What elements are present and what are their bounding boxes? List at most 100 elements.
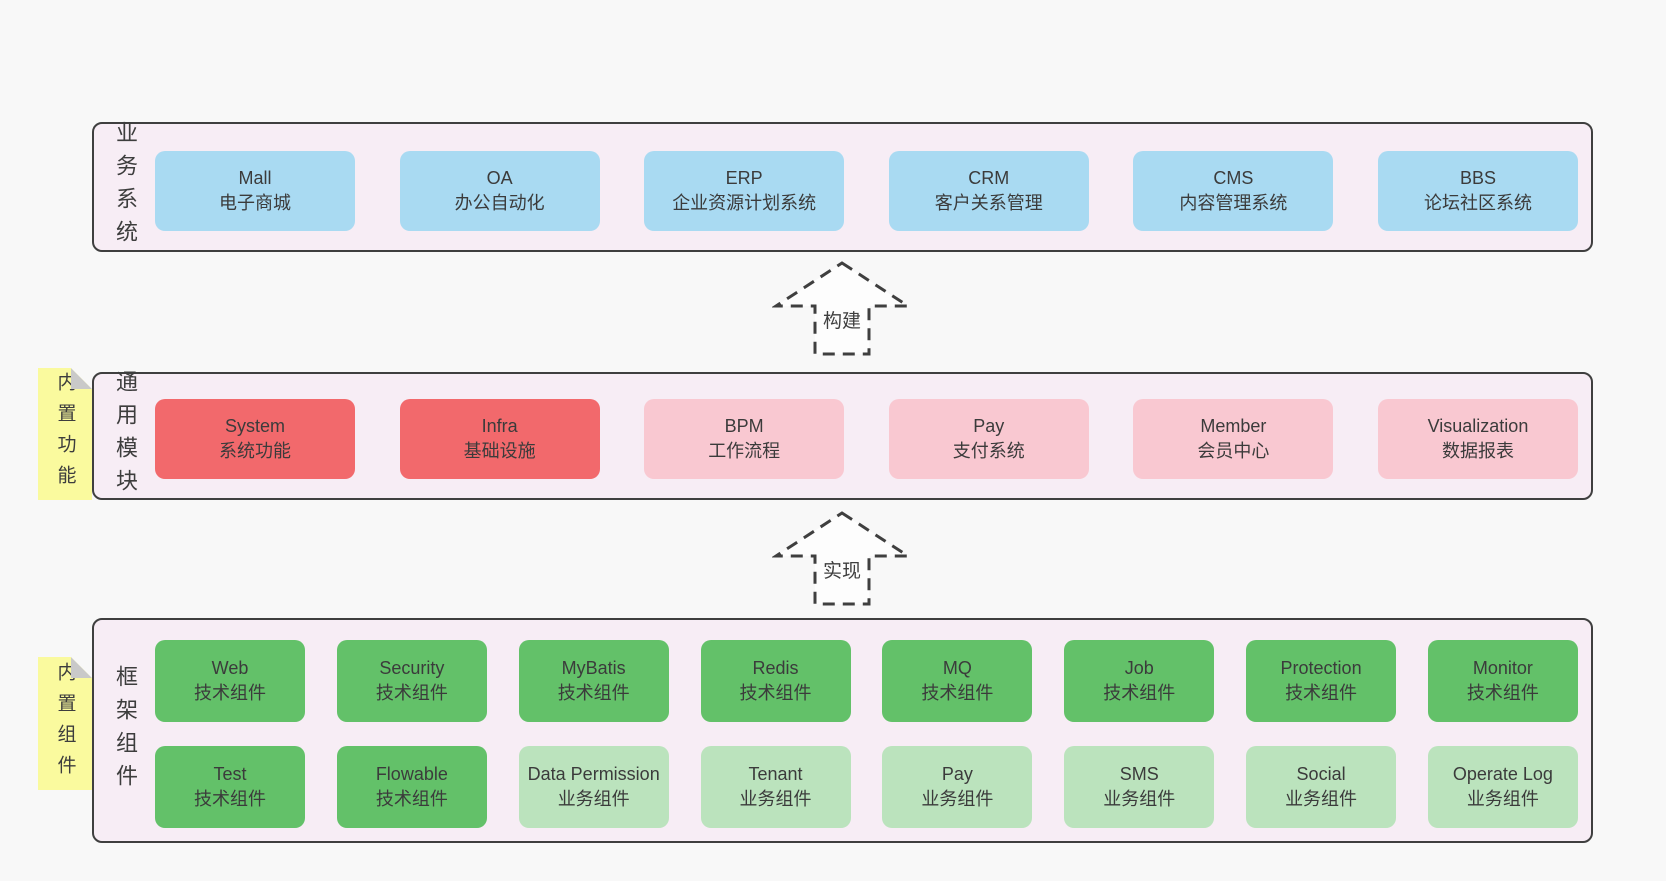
box-erp: ERP 企业资源计划系统 xyxy=(644,151,845,231)
box-title: Flowable xyxy=(375,764,448,785)
box-subtitle: 工作流程 xyxy=(708,441,781,461)
box-oa: OA 办公自动化 xyxy=(399,151,600,231)
band-business-boxes: Mall 电子商城 OA 办公自动化 ERP 企业资源计划系统 CRM 客户关系… xyxy=(155,151,1578,231)
band-framework-label: 框架组件 xyxy=(113,664,138,797)
box-bpm: BPM 工作流程 xyxy=(644,399,845,479)
box-subtitle: 技术组件 xyxy=(921,683,994,703)
box-title: MyBatis xyxy=(561,658,626,679)
box-subtitle: 基础设施 xyxy=(463,441,536,461)
box-security: Security 技术组件 xyxy=(336,640,487,722)
box-title: Social xyxy=(1296,764,1346,785)
box-pay: Pay 支付系统 xyxy=(888,399,1089,479)
arrow-label-bg xyxy=(819,308,865,334)
box-subtitle: 业务组件 xyxy=(1103,789,1176,809)
box-subtitle: 电子商城 xyxy=(219,193,291,213)
box-test: Test 技术组件 xyxy=(155,746,305,828)
box-system: System 系统功能 xyxy=(155,399,355,479)
box-title: OA xyxy=(486,168,513,189)
arrow-build-label: 构建 xyxy=(823,310,861,332)
box-subtitle: 业务组件 xyxy=(921,789,994,809)
box-data-permission: Data Permission 业务组件 xyxy=(518,746,669,828)
box-title: Pay xyxy=(973,416,1005,437)
band-framework-components: 框架组件 Web 技术组件 Security 技术组件 MyBatis 技术组件… xyxy=(92,618,1593,843)
box-title: Infra xyxy=(481,416,518,437)
box-title: Visualization xyxy=(1427,416,1529,437)
box-subtitle: 业务组件 xyxy=(1285,789,1358,809)
band-business-label: 业务系统 xyxy=(113,121,138,253)
band-modules-label: 通用模块 xyxy=(113,370,138,502)
framework-row-1: Web 技术组件 Security 技术组件 MyBatis 技术组件 Redi… xyxy=(155,640,1578,722)
box-subtitle: 会员中心 xyxy=(1197,441,1270,461)
box-job: Job 技术组件 xyxy=(1064,640,1215,722)
sticky-label: 内置组件 xyxy=(54,661,76,786)
folded-corner-icon xyxy=(71,657,92,678)
box-subtitle: 技术组件 xyxy=(739,683,812,703)
box-bbs: BBS 论坛社区系统 xyxy=(1377,151,1578,231)
box-operate-log: Operate Log 业务组件 xyxy=(1427,746,1578,828)
box-monitor: Monitor 技术组件 xyxy=(1427,640,1578,722)
box-title: Web xyxy=(211,658,249,679)
arrow-build: 构建 xyxy=(772,261,912,356)
box-cms: CMS 内容管理系统 xyxy=(1133,151,1334,231)
box-redis: Redis 技术组件 xyxy=(700,640,851,722)
box-subtitle: 技术组件 xyxy=(194,683,266,703)
box-subtitle: 支付系统 xyxy=(952,441,1025,461)
arrow-implement: 实现 xyxy=(772,511,912,606)
box-title: BBS xyxy=(1459,168,1496,189)
sticky-note-built-in-components: 内置组件 xyxy=(38,657,92,790)
box-subtitle: 技术组件 xyxy=(557,683,630,703)
box-subtitle: 技术组件 xyxy=(375,683,448,703)
box-title: System xyxy=(224,416,285,437)
box-title: Monitor xyxy=(1472,658,1533,679)
box-title: Pay xyxy=(941,764,973,785)
box-crm: CRM 客户关系管理 xyxy=(888,151,1089,231)
box-title: CMS xyxy=(1213,168,1254,189)
box-visualization: Visualization 数据报表 xyxy=(1377,399,1578,479)
box-title: Protection xyxy=(1280,658,1362,679)
box-protection: Protection 技术组件 xyxy=(1246,640,1397,722)
box-subtitle: 技术组件 xyxy=(194,789,266,809)
box-title: Security xyxy=(379,658,445,679)
box-title: Data Permission xyxy=(527,764,660,785)
box-title: Job xyxy=(1124,658,1154,679)
box-mq: MQ 技术组件 xyxy=(882,640,1033,722)
box-subtitle: 技术组件 xyxy=(1466,683,1539,703)
box-title: Operate Log xyxy=(1452,764,1553,785)
box-title: CRM xyxy=(968,168,1010,189)
box-title: Test xyxy=(213,764,247,785)
band-modules-boxes: System 系统功能 Infra 基础设施 BPM 工作流程 Pay 支付系统… xyxy=(155,399,1578,479)
box-subtitle: 业务组件 xyxy=(739,789,812,809)
box-flowable: Flowable 技术组件 xyxy=(336,746,487,828)
box-subtitle: 客户关系管理 xyxy=(934,193,1043,213)
box-subtitle: 业务组件 xyxy=(1466,789,1539,809)
band-business-systems: 业务系统 Mall 电子商城 OA 办公自动化 ERP 企业资源计划系统 CRM… xyxy=(92,121,1593,253)
box-subtitle: 论坛社区系统 xyxy=(1423,193,1532,213)
box-title: BPM xyxy=(724,416,764,437)
box-pay-component: Pay 业务组件 xyxy=(882,746,1033,828)
box-title: Tenant xyxy=(748,764,803,785)
box-web: Web 技术组件 xyxy=(155,640,305,722)
box-subtitle: 内容管理系统 xyxy=(1179,193,1288,213)
box-title: ERP xyxy=(725,168,763,189)
box-subtitle: 业务组件 xyxy=(557,789,630,809)
box-subtitle: 数据报表 xyxy=(1441,441,1514,461)
box-title: Mall xyxy=(238,168,272,189)
box-infra: Infra 基础设施 xyxy=(399,399,600,479)
box-title: MQ xyxy=(942,658,972,679)
box-title: Member xyxy=(1200,416,1267,437)
arrow-label-bg xyxy=(819,558,865,584)
sticky-note-built-in-features: 内置功能 xyxy=(38,368,92,500)
box-title: SMS xyxy=(1119,764,1159,785)
box-subtitle: 技术组件 xyxy=(1103,683,1176,703)
box-title: Redis xyxy=(752,658,799,679)
box-social: Social 业务组件 xyxy=(1246,746,1397,828)
arrow-implement-label: 实现 xyxy=(823,560,861,582)
box-subtitle: 办公自动化 xyxy=(454,193,545,213)
box-subtitle: 技术组件 xyxy=(375,789,448,809)
box-mybatis: MyBatis 技术组件 xyxy=(518,640,669,722)
box-member: Member 会员中心 xyxy=(1133,399,1334,479)
box-tenant: Tenant 业务组件 xyxy=(700,746,851,828)
framework-row-2: Test 技术组件 Flowable 技术组件 Data Permission … xyxy=(155,746,1578,828)
folded-corner-icon xyxy=(71,368,92,389)
